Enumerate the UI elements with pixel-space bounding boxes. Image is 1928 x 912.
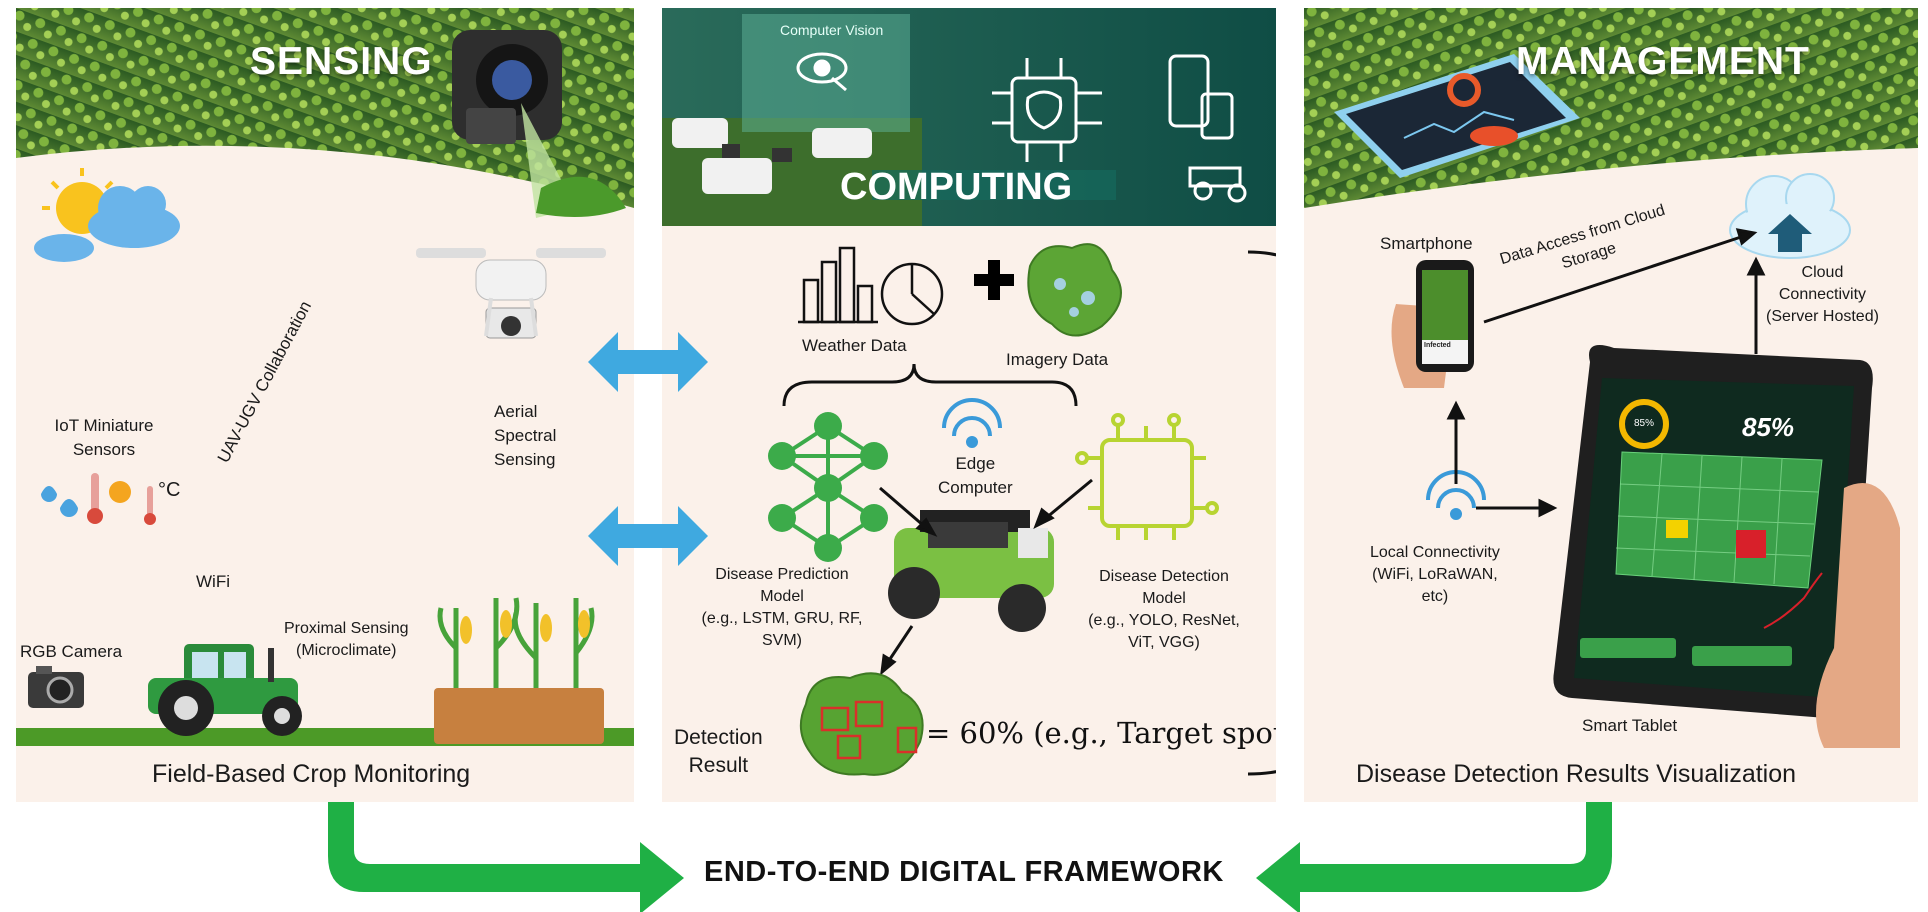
rgb-camera-label: RGB Camera xyxy=(20,640,122,664)
rgb-camera-icon xyxy=(28,666,84,708)
green-arrow-left xyxy=(328,802,684,912)
detection-result-value: = 60% (e.g., Target spot) xyxy=(926,716,1276,750)
detection-result-label: Detection Result xyxy=(674,724,763,780)
computing-panel: Computer Vision COMPUTING xyxy=(662,8,1276,802)
smartphone-label: Smartphone xyxy=(1380,232,1473,256)
sensing-caption: Field-Based Crop Monitoring xyxy=(152,760,470,789)
management-caption: Disease Detection Results Visualization xyxy=(1356,760,1796,789)
management-header: MANAGEMENT xyxy=(1516,40,1810,84)
imagery-data-label: Imagery Data xyxy=(1006,348,1108,372)
cloud-connectivity-label: Cloud Connectivity (Server Hosted) xyxy=(1766,262,1879,328)
smartphone-icon xyxy=(1392,260,1475,388)
iot-sensors-label: IoT Miniature Sensors xyxy=(44,414,164,462)
phone-status-text: Infected xyxy=(1424,342,1451,349)
corn-plants-icon xyxy=(434,598,604,744)
drone-icon xyxy=(416,248,606,338)
computing-banner xyxy=(662,8,1276,802)
aerial-sensing-label: Aerial Spectral Sensing xyxy=(494,400,556,472)
sensing-panel: SENSING IoT Miniature Sensors °C RGB Cam… xyxy=(16,8,634,802)
computing-header: COMPUTING xyxy=(840,166,1072,209)
weather-data-label: Weather Data xyxy=(802,334,907,358)
detection-model-label: Disease Detection Model (e.g., YOLO, Res… xyxy=(1064,566,1264,654)
edge-computer-label: Edge Computer xyxy=(938,452,1013,500)
framework-title: END-TO-END DIGITAL FRAMEWORK xyxy=(704,856,1224,889)
wifi-label: WiFi xyxy=(196,570,230,594)
proximal-sensing-label: Proximal Sensing (Microclimate) xyxy=(284,618,409,662)
sensing-header: SENSING xyxy=(250,40,433,84)
management-panel: MANAGEMENT 85% 85% Infected Smartphone D… xyxy=(1304,8,1918,802)
tablet-ring-percent: 85% xyxy=(1634,418,1654,429)
prediction-model-label: Disease Prediction Model (e.g., LSTM, GR… xyxy=(682,564,882,652)
weather-sun-cloud-icon xyxy=(34,168,180,262)
local-connectivity-label: Local Connectivity (WiFi, LoRaWAN, etc) xyxy=(1370,542,1500,608)
iot-sensor-icons xyxy=(41,473,156,525)
smart-tablet-icon xyxy=(1553,345,1900,748)
celsius-label: °C xyxy=(158,478,180,502)
management-field-banner xyxy=(1304,8,1918,802)
smart-tablet-label: Smart Tablet xyxy=(1582,714,1677,738)
tablet-percent-value: 85% xyxy=(1742,412,1794,443)
computer-vision-label: Computer Vision xyxy=(780,22,883,38)
cloud-icon xyxy=(1730,174,1850,258)
green-arrow-right xyxy=(1256,802,1612,912)
